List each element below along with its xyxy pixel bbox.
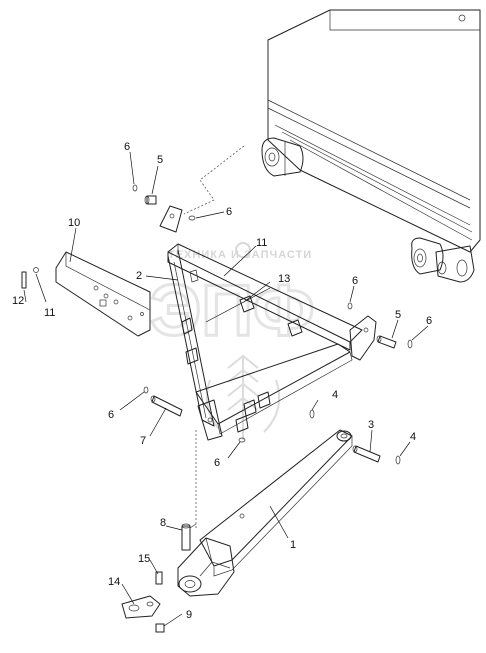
callout-6: 6 bbox=[426, 315, 432, 327]
callout-6: 6 bbox=[226, 206, 232, 218]
ring-6-top bbox=[132, 184, 138, 192]
ring-6-right bbox=[407, 339, 413, 349]
callout-2: 2 bbox=[136, 270, 142, 282]
ring-4-center bbox=[309, 409, 315, 419]
callout-6: 6 bbox=[214, 457, 220, 469]
callout-8: 8 bbox=[160, 517, 166, 529]
bolt-12 bbox=[21, 271, 27, 289]
callout-labels: 6 5 6 10 11 2 13 6 12 11 5 6 4 6 3 4 7 6… bbox=[12, 141, 432, 621]
connection-line bbox=[183, 145, 245, 215]
callout-14: 14 bbox=[108, 576, 120, 588]
callout-9: 9 bbox=[186, 609, 192, 621]
pin-5-top bbox=[144, 195, 157, 205]
callout-5: 5 bbox=[395, 309, 401, 321]
grain-watermark-icon bbox=[206, 354, 280, 440]
machine-body bbox=[261, 9, 481, 283]
ring-6-frame bbox=[188, 215, 196, 221]
callout-13: 13 bbox=[278, 273, 290, 285]
drawbar bbox=[177, 429, 353, 597]
nut-11 bbox=[33, 267, 39, 273]
callout-12: 12 bbox=[12, 295, 24, 307]
callout-15: 15 bbox=[138, 553, 150, 565]
upper-frame bbox=[159, 205, 377, 441]
callout-11: 11 bbox=[256, 237, 267, 249]
callout-1: 1 bbox=[290, 539, 296, 551]
callout-6: 6 bbox=[108, 409, 114, 421]
callout-6: 6 bbox=[352, 275, 358, 287]
callout-11: 11 bbox=[44, 307, 55, 319]
bolt-15 bbox=[155, 571, 163, 585]
callout-6: 6 bbox=[124, 141, 130, 153]
callout-4: 4 bbox=[410, 431, 416, 443]
ring-4-right bbox=[395, 455, 401, 465]
gear-icon bbox=[235, 242, 251, 258]
callout-7: 7 bbox=[140, 435, 146, 447]
callout-3: 3 bbox=[368, 419, 374, 431]
hitch-plate-14 bbox=[121, 595, 161, 619]
ring-6-bottom bbox=[238, 437, 246, 443]
pin-3 bbox=[352, 445, 381, 463]
ring-6-left bbox=[143, 386, 149, 394]
leader-lines bbox=[23, 151, 429, 627]
side-bracket bbox=[55, 251, 151, 337]
callout-4: 4 bbox=[332, 389, 338, 401]
nut-9 bbox=[155, 623, 165, 633]
pin-8 bbox=[181, 523, 197, 551]
watermark-caption: ТЕХНИКА И ЗАПЧАСТИ bbox=[168, 249, 312, 261]
pin-7 bbox=[150, 395, 183, 417]
pin-5-right bbox=[376, 335, 397, 349]
callout-5: 5 bbox=[157, 154, 163, 166]
callout-10: 10 bbox=[68, 217, 80, 229]
ring-6-upper-right bbox=[347, 302, 353, 310]
